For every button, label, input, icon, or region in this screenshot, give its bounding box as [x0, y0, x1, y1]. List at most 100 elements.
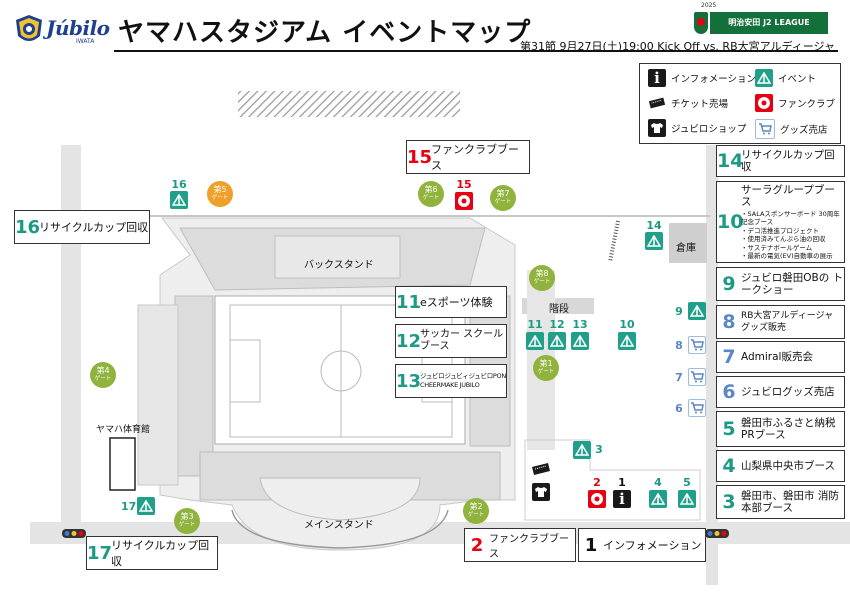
shop-shirt-icon[interactable]	[532, 483, 550, 501]
goods-cart-icon	[755, 119, 775, 139]
booth-3-box[interactable]: 3 磐田市、磐田市 消防本部ブース	[716, 485, 845, 519]
league-name: 明治安田 J2 LEAGUE	[710, 12, 828, 34]
booth-17-box[interactable]: 17 リサイクルカップ回収	[86, 536, 218, 570]
booth-7-box[interactable]: 7 Admiral販売会	[716, 341, 845, 373]
marker-6-number: 6	[675, 402, 683, 415]
marker-5-number: 5	[683, 476, 691, 489]
booth-2-box[interactable]: 2 ファンクラブブース	[464, 528, 576, 562]
tent-icon[interactable]	[678, 490, 696, 508]
league-logo: 2025 明治安田 J2 LEAGUE	[694, 2, 828, 34]
marker-15-number: 15	[456, 178, 472, 191]
road-west	[61, 145, 81, 525]
fanclub-ball-icon[interactable]	[588, 490, 606, 508]
legend-ticket: チケット売場	[648, 94, 728, 112]
match-info: 第31節 9月27日(土)19:00 Kick Off vs. RB大宮アルディ…	[520, 40, 835, 53]
marker-1-number: 1	[618, 476, 626, 489]
tent-icon[interactable]	[137, 497, 155, 515]
goods-cart-icon[interactable]	[688, 399, 706, 417]
marker-4-number: 4	[654, 476, 662, 489]
legend-goods: グッズ売店	[755, 119, 828, 139]
sara-item: ・最新の電気(EV)自動車の展示	[741, 252, 833, 260]
marker-10-number: 10	[619, 318, 635, 331]
tent-icon[interactable]	[526, 332, 544, 350]
stairs-label: 階段	[549, 304, 569, 315]
booth-15-box[interactable]: 15 ファンクラブブース	[406, 140, 530, 174]
marker-3-number: 3	[595, 443, 603, 456]
logo-wordmark: Júbilo	[46, 16, 110, 40]
sara-item: ・デコ活推進プロジェクト	[741, 226, 819, 235]
gymnasium-building	[109, 437, 136, 491]
tent-icon[interactable]	[645, 232, 663, 250]
booth-5-box[interactable]: 5 磐田市ふるさと納税 PRブース	[716, 411, 845, 447]
club-logo: Júbilo IWATA	[14, 12, 110, 48]
shop-shirt-icon	[648, 119, 666, 137]
info-icon[interactable]: i	[613, 490, 631, 508]
sara-item: ・SALAスポンサーボード 30周年記念ブース	[741, 209, 840, 227]
sara-item: ・サステナボールゲーム	[741, 243, 813, 252]
tent-icon[interactable]	[573, 441, 591, 459]
road-east	[706, 145, 718, 585]
sara-item: ・使用済みてんぷら油の回収	[741, 235, 826, 243]
tent-icon[interactable]	[170, 191, 188, 209]
legend-info: i インフォメーション	[648, 69, 756, 87]
warehouse-building	[669, 223, 707, 263]
ticket-icon[interactable]	[531, 460, 551, 478]
title-divider	[114, 50, 838, 52]
marker-13-number: 13	[572, 318, 588, 331]
booth-9-box[interactable]: 9 ジュビロ磐田OBの トークショー	[716, 267, 845, 301]
main-stand-label: メインスタンド	[304, 520, 374, 531]
legend-event: イベント	[755, 69, 816, 87]
back-stand-label: バックスタンド	[304, 260, 374, 271]
marker-7-number: 7	[675, 371, 683, 384]
tent-icon[interactable]	[688, 302, 706, 320]
league-emblem-icon	[694, 12, 708, 34]
booth-4-box[interactable]: 4 山梨県中央市ブース	[716, 450, 845, 482]
traffic-light-west	[62, 529, 86, 538]
logo-subtext: IWATA	[76, 38, 95, 45]
info-icon: i	[648, 69, 666, 87]
booth-6-box[interactable]: 6 ジュビログッズ売店	[716, 376, 845, 408]
booth-14-box[interactable]: 14 リサイクルカップ回収	[716, 145, 845, 177]
legend-shop: ジュビロショップ	[648, 119, 746, 137]
tent-icon	[755, 69, 773, 87]
booth-8-box[interactable]: 8 RB大宮アルディージャ グッズ販売	[716, 305, 845, 339]
ticket-icon	[648, 94, 666, 112]
legend-fanclub: ファンクラブ	[755, 94, 835, 112]
hatched-area	[238, 91, 460, 117]
goods-cart-icon[interactable]	[688, 336, 706, 354]
tent-icon[interactable]	[548, 332, 566, 350]
fanclub-ball-icon	[755, 94, 773, 112]
fanclub-ball-icon[interactable]	[455, 192, 473, 210]
gymnasium-label: ヤマハ体育館	[96, 425, 151, 435]
marker-9-number: 9	[675, 305, 683, 318]
marker-14-number: 14	[646, 219, 662, 232]
tent-icon[interactable]	[649, 490, 667, 508]
warehouse-label: 倉庫	[676, 243, 696, 254]
booth-1-box[interactable]: 1 インフォメーション	[578, 528, 706, 562]
club-crest-icon	[16, 15, 42, 41]
booth-11-box[interactable]: 11 eスポーツ体験	[395, 286, 507, 318]
marker-8-number: 8	[675, 339, 683, 352]
marker-17-number: 17	[121, 500, 137, 513]
goods-cart-icon[interactable]	[688, 368, 706, 386]
marker-12-number: 12	[549, 318, 565, 331]
booth-12-box[interactable]: 12 サッカー スクールブース	[395, 324, 507, 358]
booth-10-box[interactable]: 10 サーラグループブース ・SALAスポンサーボード 30周年記念ブース ・デ…	[716, 181, 845, 263]
marker-2-number: 2	[593, 476, 601, 489]
traffic-light-east	[705, 529, 729, 538]
page-title: ヤマハスタジアム イベントマップ	[118, 18, 532, 48]
marker-16-number: 16	[171, 178, 187, 191]
booth-16-box[interactable]: 16 リサイクルカップ回収	[14, 210, 150, 244]
booth-13-box[interactable]: 13 ジュビロジュビィジュビロPON CHEERMAKE JUBILO	[395, 364, 507, 398]
tent-icon[interactable]	[618, 332, 636, 350]
map-legend: i インフォメーション イベント チケット売場 ファンクラブ ジュビロショップ …	[639, 63, 841, 144]
tent-icon[interactable]	[571, 332, 589, 350]
